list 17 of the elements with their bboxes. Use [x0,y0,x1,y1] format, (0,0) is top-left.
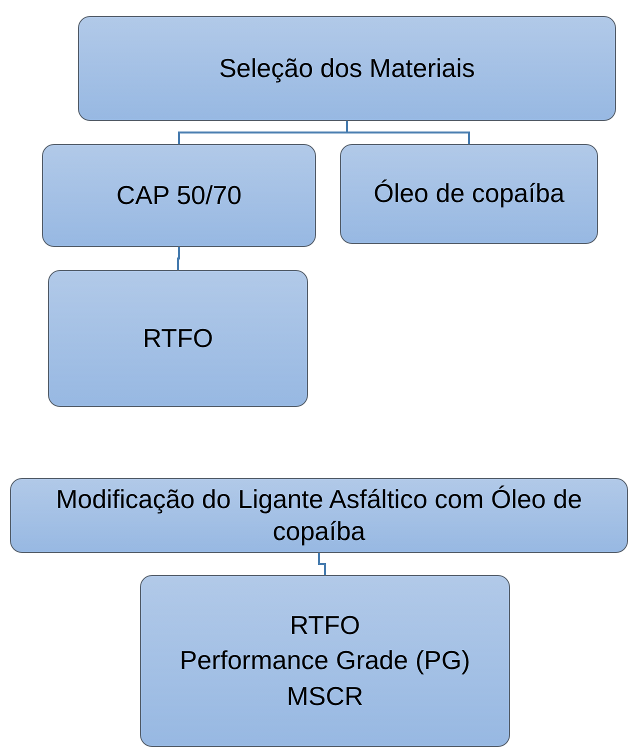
connector-line [177,247,180,270]
box-label: MSCR [286,680,364,712]
process-box [140,575,510,747]
box-label: Óleo de copaíba [374,178,564,210]
process-box [78,16,616,121]
process-box [48,270,308,407]
box-label: CAP 50/70 [116,180,242,212]
process-box [340,144,598,244]
box-label: RTFO [290,610,360,642]
box-label: Modificação do Ligante Asfáltico com Óleo de copaíba [54,484,584,547]
box-label: RTFO [142,322,214,354]
box-label: Seleção dos Materiais [219,52,475,84]
process-box [42,144,316,247]
connector-line [318,553,326,575]
process-box [10,478,628,553]
connector-line [346,121,470,144]
box-label: Performance Grade (PG) [180,645,470,677]
